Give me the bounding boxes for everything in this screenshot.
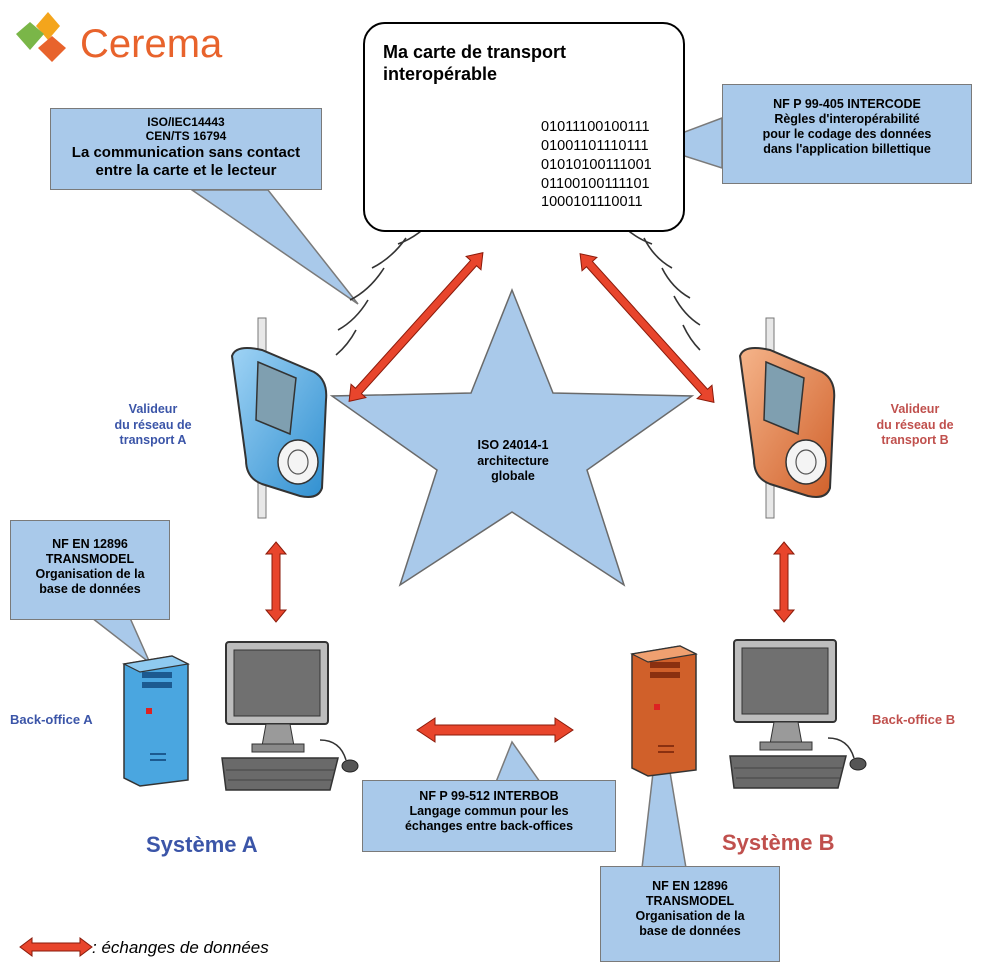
callout-intercode-line: NF P 99-405 INTERCODE [773,97,921,111]
callout-transmodel-a: NF EN 12896 TRANSMODEL Organisation de l… [10,520,170,620]
arrow-card-validator-b [579,253,715,403]
star-label-line: globale [491,469,535,484]
card-binary-data: 01011100100111 01001101110111 0101010011… [541,118,652,212]
cerema-logo-text: Cerema [80,22,223,66]
card-title-line-2: interopérable [383,63,498,84]
callout-transmodel-b-line: Organisation de la [635,909,745,923]
callout-intercode-line: pour le codage des données [762,127,932,141]
callout-iso14443-line: La communication sans contact [71,143,301,161]
server-a-icon [122,655,190,787]
validator-a-icon [230,317,328,519]
validator-a-label-line: du réseau de [114,417,192,432]
callout-transmodel-a-line: TRANSMODEL [45,552,135,566]
arrow-validator-a-backoffice-a [264,541,288,623]
callout-transmodel-b-line: NF EN 12896 [652,879,728,893]
validator-b-label-line: Valideur [890,402,940,416]
callout-intercode: NF P 99-405 INTERCODE Règles d'interopér… [722,84,972,184]
card-bits-line: 01001101110111 [541,137,649,154]
star-label: ISO 24014-1 architecture globale [453,438,573,485]
validator-b-label: Valideur du réseau de transport B [860,402,970,449]
legend-text: : échanges de données [92,938,269,957]
callout-tail-iso14443 [189,189,359,305]
star-shape [329,287,695,587]
system-a-label: Système A [146,832,258,857]
radio-waves-left-icon [335,215,437,356]
callout-iso14443-line: CEN/TS 16794 [145,129,227,144]
callout-transmodel-a-line: Organisation de la [35,567,145,581]
validator-a-label: Valideur du réseau de transport A [98,402,208,449]
callout-transmodel-b: NF EN 12896 TRANSMODEL Organisation de l… [600,866,780,962]
server-b-icon [630,645,698,777]
validator-b-icon [738,317,836,519]
card-bits-line: 01010100111001 [541,156,652,173]
card-title-line-1: Ma carte de transport [383,42,567,62]
callout-iso14443-line: ISO/IEC14443 [147,115,225,129]
card-bits-line: 01011100100111 [541,119,650,135]
legend-arrow-icon [19,937,93,957]
cerema-logo-icon [16,12,66,62]
backoffice-a-label: Back-office A [10,712,93,727]
callout-tail-interbob [494,740,542,783]
callout-transmodel-b-line: TRANSMODEL [645,894,735,908]
card-bits-line: 1000101110011 [541,194,643,211]
validator-a-label-line: transport A [119,433,187,448]
callout-transmodel-b-line: base de données [639,924,741,938]
callout-iso14443-line: entre la carte et le lecteur [95,161,277,179]
computer-a-icon [221,641,359,791]
callout-intercode-line: dans l'application billettique [763,142,931,156]
callout-interbob-line: NF P 99-512 INTERBOB [419,789,559,803]
callout-interbob-line: Langage commun pour les [409,804,569,818]
computer-b-icon [729,639,867,789]
callout-transmodel-a-line: NF EN 12896 [52,537,128,551]
callout-interbob: NF P 99-512 INTERBOB Langage commun pour… [362,780,616,852]
callout-interbob-line: échanges entre back-offices [404,819,574,833]
arrow-backoffice-a-backoffice-b [416,717,574,743]
system-b-label: Système B [722,830,835,855]
validator-b-label-line: du réseau de [876,417,954,432]
star-label-line: architecture [477,453,549,468]
transport-card: Ma carte de transport interopérable 0101… [363,22,685,232]
callout-tail-transmodel-a [89,617,151,664]
callout-transmodel-a-line: base de données [39,582,141,596]
arrow-card-validator-a [348,252,484,402]
callout-intercode-line: Règles d'interopérabilité [774,112,920,126]
arrow-validator-b-backoffice-b [772,541,796,623]
validator-a-label-line: Valideur [128,402,178,416]
card-bits-line: 01100100111101 [541,175,650,192]
validator-b-label-line: transport B [881,433,949,448]
backoffice-b-label: Back-office B [872,712,956,727]
star-label-line: ISO 24014-1 [477,438,549,452]
card-title: Ma carte de transport interopérable [383,42,623,85]
callout-iso14443: ISO/IEC14443 CEN/TS 16794 La communicati… [50,108,322,190]
radio-waves-right-icon [615,217,701,351]
